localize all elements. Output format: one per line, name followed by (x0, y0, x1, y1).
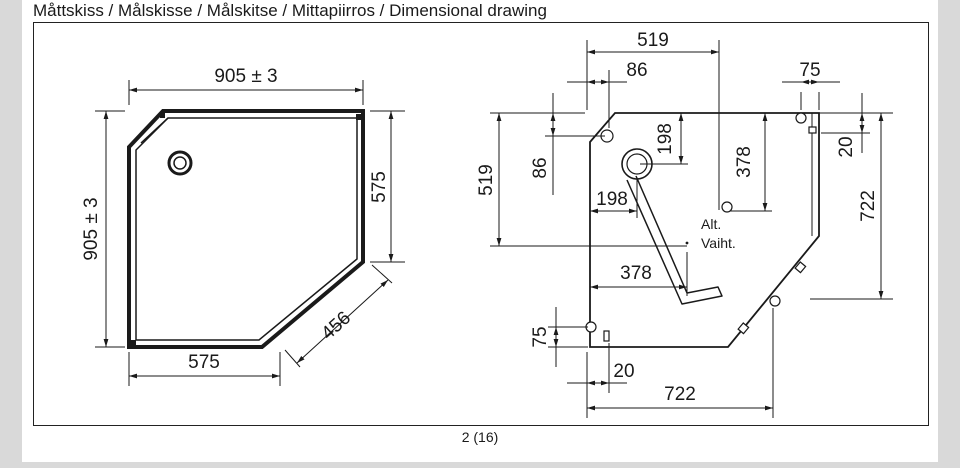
dim-bottom-722: 722 (664, 384, 696, 405)
alt-point-icon (685, 241, 689, 245)
dim-h-198: 198 (596, 189, 628, 210)
drain-icon (167, 150, 193, 176)
alt-label-fi: Vaiht. (701, 235, 736, 251)
dimension-lines-left (95, 80, 405, 386)
corner-marks-left (130, 113, 362, 346)
dim-left-75: 75 (530, 326, 551, 347)
document-sheet (22, 0, 938, 462)
dimension-lines-right (490, 40, 893, 418)
dim-top-86: 86 (626, 60, 647, 81)
dim-h-378: 378 (620, 263, 652, 284)
dim-right-722: 722 (858, 190, 879, 222)
dim-left-86: 86 (530, 157, 551, 178)
dim-bottom-20: 20 (613, 361, 634, 382)
dim-v-198: 198 (655, 123, 676, 155)
dim-width-top: 905 ± 3 (214, 66, 277, 87)
dim-bottom-side: 575 (188, 352, 220, 373)
dim-height-left: 905 ± 3 (81, 197, 102, 260)
page-title: Måttskiss / Målskisse / Målskitse / Mitt… (33, 1, 547, 20)
dim-v-378: 378 (734, 146, 755, 178)
dim-top-75: 75 (799, 60, 820, 81)
dim-left-519: 519 (476, 164, 497, 196)
dim-right-20: 20 (836, 136, 857, 157)
page-number: 2 (16) (461, 429, 499, 445)
dim-top-519: 519 (637, 30, 669, 51)
fittings-right (585, 112, 817, 342)
dim-right-side: 575 (369, 171, 390, 203)
tray-outline-left (127, 109, 365, 349)
drawing-frame (33, 22, 929, 426)
alt-label: Alt. (701, 216, 721, 232)
